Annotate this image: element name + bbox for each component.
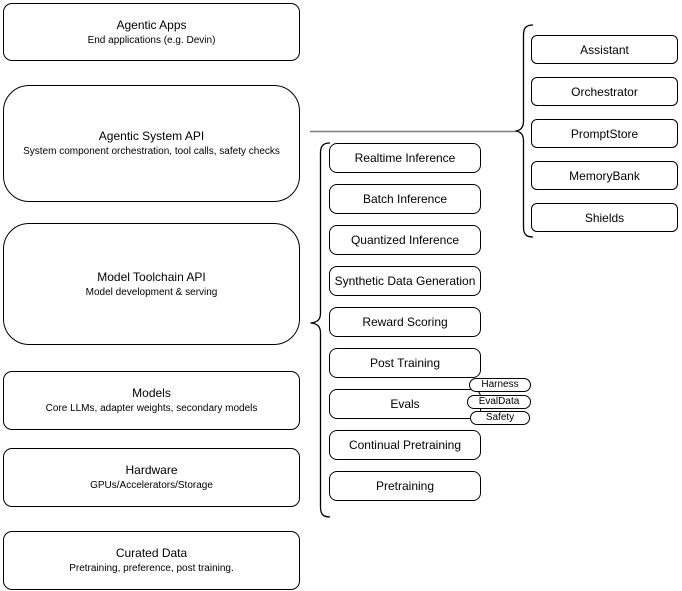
node-subtitle: Core LLMs, adapter weights, secondary mo… bbox=[45, 403, 258, 414]
system-item-memorybank: MemoryBank bbox=[531, 161, 678, 190]
node-curated-data: Curated Data Pretraining, preference, po… bbox=[3, 531, 300, 590]
node-title: Model Toolchain API bbox=[97, 269, 206, 284]
node-subtitle: System component orchestration, tool cal… bbox=[23, 146, 280, 157]
node-subtitle: GPUs/Accelerators/Storage bbox=[90, 480, 213, 491]
toolchain-item-continual-pretraining: Continual Pretraining bbox=[329, 430, 481, 460]
toolchain-item-realtime-inference: Realtime Inference bbox=[329, 143, 481, 173]
toolchain-item-batch-inference: Batch Inference bbox=[329, 184, 481, 214]
toolchain-item-synthetic-data-generation: Synthetic Data Generation bbox=[329, 266, 481, 296]
eval-pill-evaldata: EvalData bbox=[467, 395, 531, 409]
node-title: Curated Data bbox=[115, 546, 188, 560]
node-title: Hardware bbox=[125, 463, 178, 477]
node-title: Agentic Apps bbox=[116, 17, 187, 32]
toolchain-item-reward-scoring: Reward Scoring bbox=[329, 307, 481, 337]
node-subtitle: Model development & serving bbox=[85, 286, 218, 298]
toolchain-components-brace bbox=[310, 142, 331, 518]
eval-pill-harness: Harness bbox=[469, 378, 531, 392]
toolchain-item-quantized-inference: Quantized Inference bbox=[329, 225, 481, 255]
node-agentic-system-api: Agentic System API System component orch… bbox=[3, 85, 300, 202]
system-item-assistant: Assistant bbox=[531, 35, 678, 64]
node-models: Models Core LLMs, adapter weights, secon… bbox=[3, 371, 300, 430]
toolchain-item-evals: Evals bbox=[329, 389, 481, 419]
toolchain-item-post-training: Post Training bbox=[329, 348, 481, 378]
eval-pill-safety: Safety bbox=[470, 411, 530, 425]
node-hardware: Hardware GPUs/Accelerators/Storage bbox=[3, 448, 300, 507]
node-title: Models bbox=[132, 386, 171, 400]
system-item-promptstore: PromptStore bbox=[531, 119, 678, 148]
node-title: Agentic System API bbox=[98, 129, 205, 143]
node-subtitle: End applications (e.g. Devin) bbox=[87, 34, 216, 46]
node-model-toolchain-api: Model Toolchain API Model development & … bbox=[3, 223, 300, 345]
node-subtitle: Pretraining, preference, post training. bbox=[69, 563, 234, 574]
toolchain-item-pretraining: Pretraining bbox=[329, 471, 481, 501]
node-agentic-apps: Agentic Apps End applications (e.g. Devi… bbox=[3, 3, 300, 61]
system-item-shields: Shields bbox=[531, 203, 678, 232]
system-item-orchestrator: Orchestrator bbox=[531, 77, 678, 106]
